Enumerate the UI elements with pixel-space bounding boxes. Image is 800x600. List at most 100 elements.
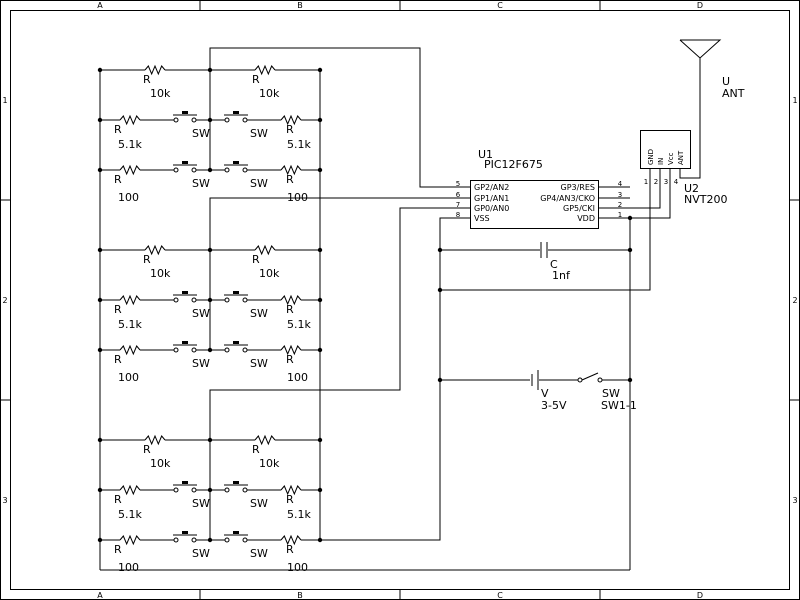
switch-contact [173,167,179,173]
switch-ref: SW [192,547,210,560]
frame-row-label: 2 [792,296,797,305]
resistor-value: 5.1k [287,508,311,521]
switch-contact [597,377,603,383]
u2-pin-name: IN [657,158,665,165]
antenna-part: ANT [722,87,745,100]
resistor-zigzag [254,64,276,76]
switch-actuator-cap [233,531,239,534]
u2-pin-number: 2 [654,178,658,186]
u1-ref: U1 [478,148,493,161]
frame-row-label: 3 [2,496,7,505]
wire-antenna [679,58,701,179]
resistor-ref: R [252,443,260,456]
resistor-ref: R [252,253,260,266]
switch-contact [577,377,583,383]
switch-contact [242,347,248,353]
switch-contact [191,167,197,173]
wire-u2-in [598,168,661,209]
u1-pin-number: 7 [456,201,460,209]
switch-contact [224,117,230,123]
switch-ref: SW [250,307,268,320]
resistor-value: 10k [150,267,171,280]
resistor-zigzag [280,484,302,496]
switch-actuator-cap [233,111,239,114]
resistor-zigzag [144,244,166,256]
resistor-zigzag [280,534,302,546]
resistor-zigzag [280,344,302,356]
resistor-zigzag [119,164,141,176]
switch-actuator-cap [182,111,188,114]
frame-row-label: 3 [792,496,797,505]
resistor-value: 10k [259,87,280,100]
u1-pin-number: 6 [456,191,461,199]
resistor-value: 10k [259,267,280,280]
switch-ref: SW [192,307,210,320]
frame-column-label: A [97,1,103,10]
u1-pin-number: 5 [456,180,460,188]
switch-contact [224,167,230,173]
resistor-value: 100 [118,561,139,574]
switch-ref: SW [192,357,210,370]
u1-pin-name: GP3/RES [561,183,596,192]
switch-actuator-cap [182,481,188,484]
resistor-ref: R [114,353,122,366]
u1-pin-name: GP1/AN1 [474,194,509,203]
switch-contact [242,487,248,493]
u1-body [470,180,599,229]
wire-gp2 [209,47,470,188]
switch-contact [191,347,197,353]
resistor-ref: R [114,303,122,316]
resistor-ref: R [286,173,294,186]
resistor-ref: R [114,493,122,506]
resistor-zigzag [254,434,276,446]
u2-pin-number: 4 [674,178,679,186]
switch-ref: SW [192,127,210,140]
u1-pic12f675: U1PIC12F675GP2/AN25GP1/AN16GP0/AN07VSS8G… [420,148,630,229]
switch-ref: SW [192,497,210,510]
wire-vss [320,217,470,541]
u2-pin-name: GND [647,149,655,165]
resistor-value: 5.1k [118,508,142,521]
resistor-value: 100 [118,191,139,204]
switch-ref: SW [250,177,268,190]
resistor-value: 5.1k [287,318,311,331]
resistor-value: 10k [150,457,171,470]
switch-ref: SW [250,127,268,140]
switch-contact [224,487,230,493]
switch-actuator-cap [233,481,239,484]
switch-contact [191,117,197,123]
resistor-zigzag [119,344,141,356]
resistor-value: 10k [150,87,171,100]
switch-contact [173,297,179,303]
switch-contact [242,117,248,123]
u2-ref: U2 [684,182,699,195]
u2-part: NVT200 [684,193,727,206]
power-switch-value: SW1-1 [601,399,637,412]
u2-pin-number: 3 [664,178,668,186]
resistor-zigzag [280,164,302,176]
resistor-value: 5.1k [287,138,311,151]
switch-ref: SW [250,357,268,370]
resistor-value: 100 [118,371,139,384]
u1-pin-number: 8 [456,211,460,219]
switch-actuator-cap [233,341,239,344]
resistor-ref: R [286,123,294,136]
switch-contact [191,537,197,543]
capacitor-value: 1nf [552,269,571,282]
resistor-ref: R [143,443,151,456]
u1-pin-number: 4 [618,180,623,188]
wiring [99,47,701,571]
switch-contact [224,297,230,303]
frame-column-label: C [497,1,503,10]
resistor-zigzag [144,434,166,446]
u1-pin-name: GP4/AN3/CKO [540,194,595,203]
resistor-ref: R [252,73,260,86]
frame-column-label: B [297,591,303,600]
frame-row-label: 2 [2,296,7,305]
u1-part: PIC12F675 [484,158,543,171]
resistor-ref: R [286,353,294,366]
